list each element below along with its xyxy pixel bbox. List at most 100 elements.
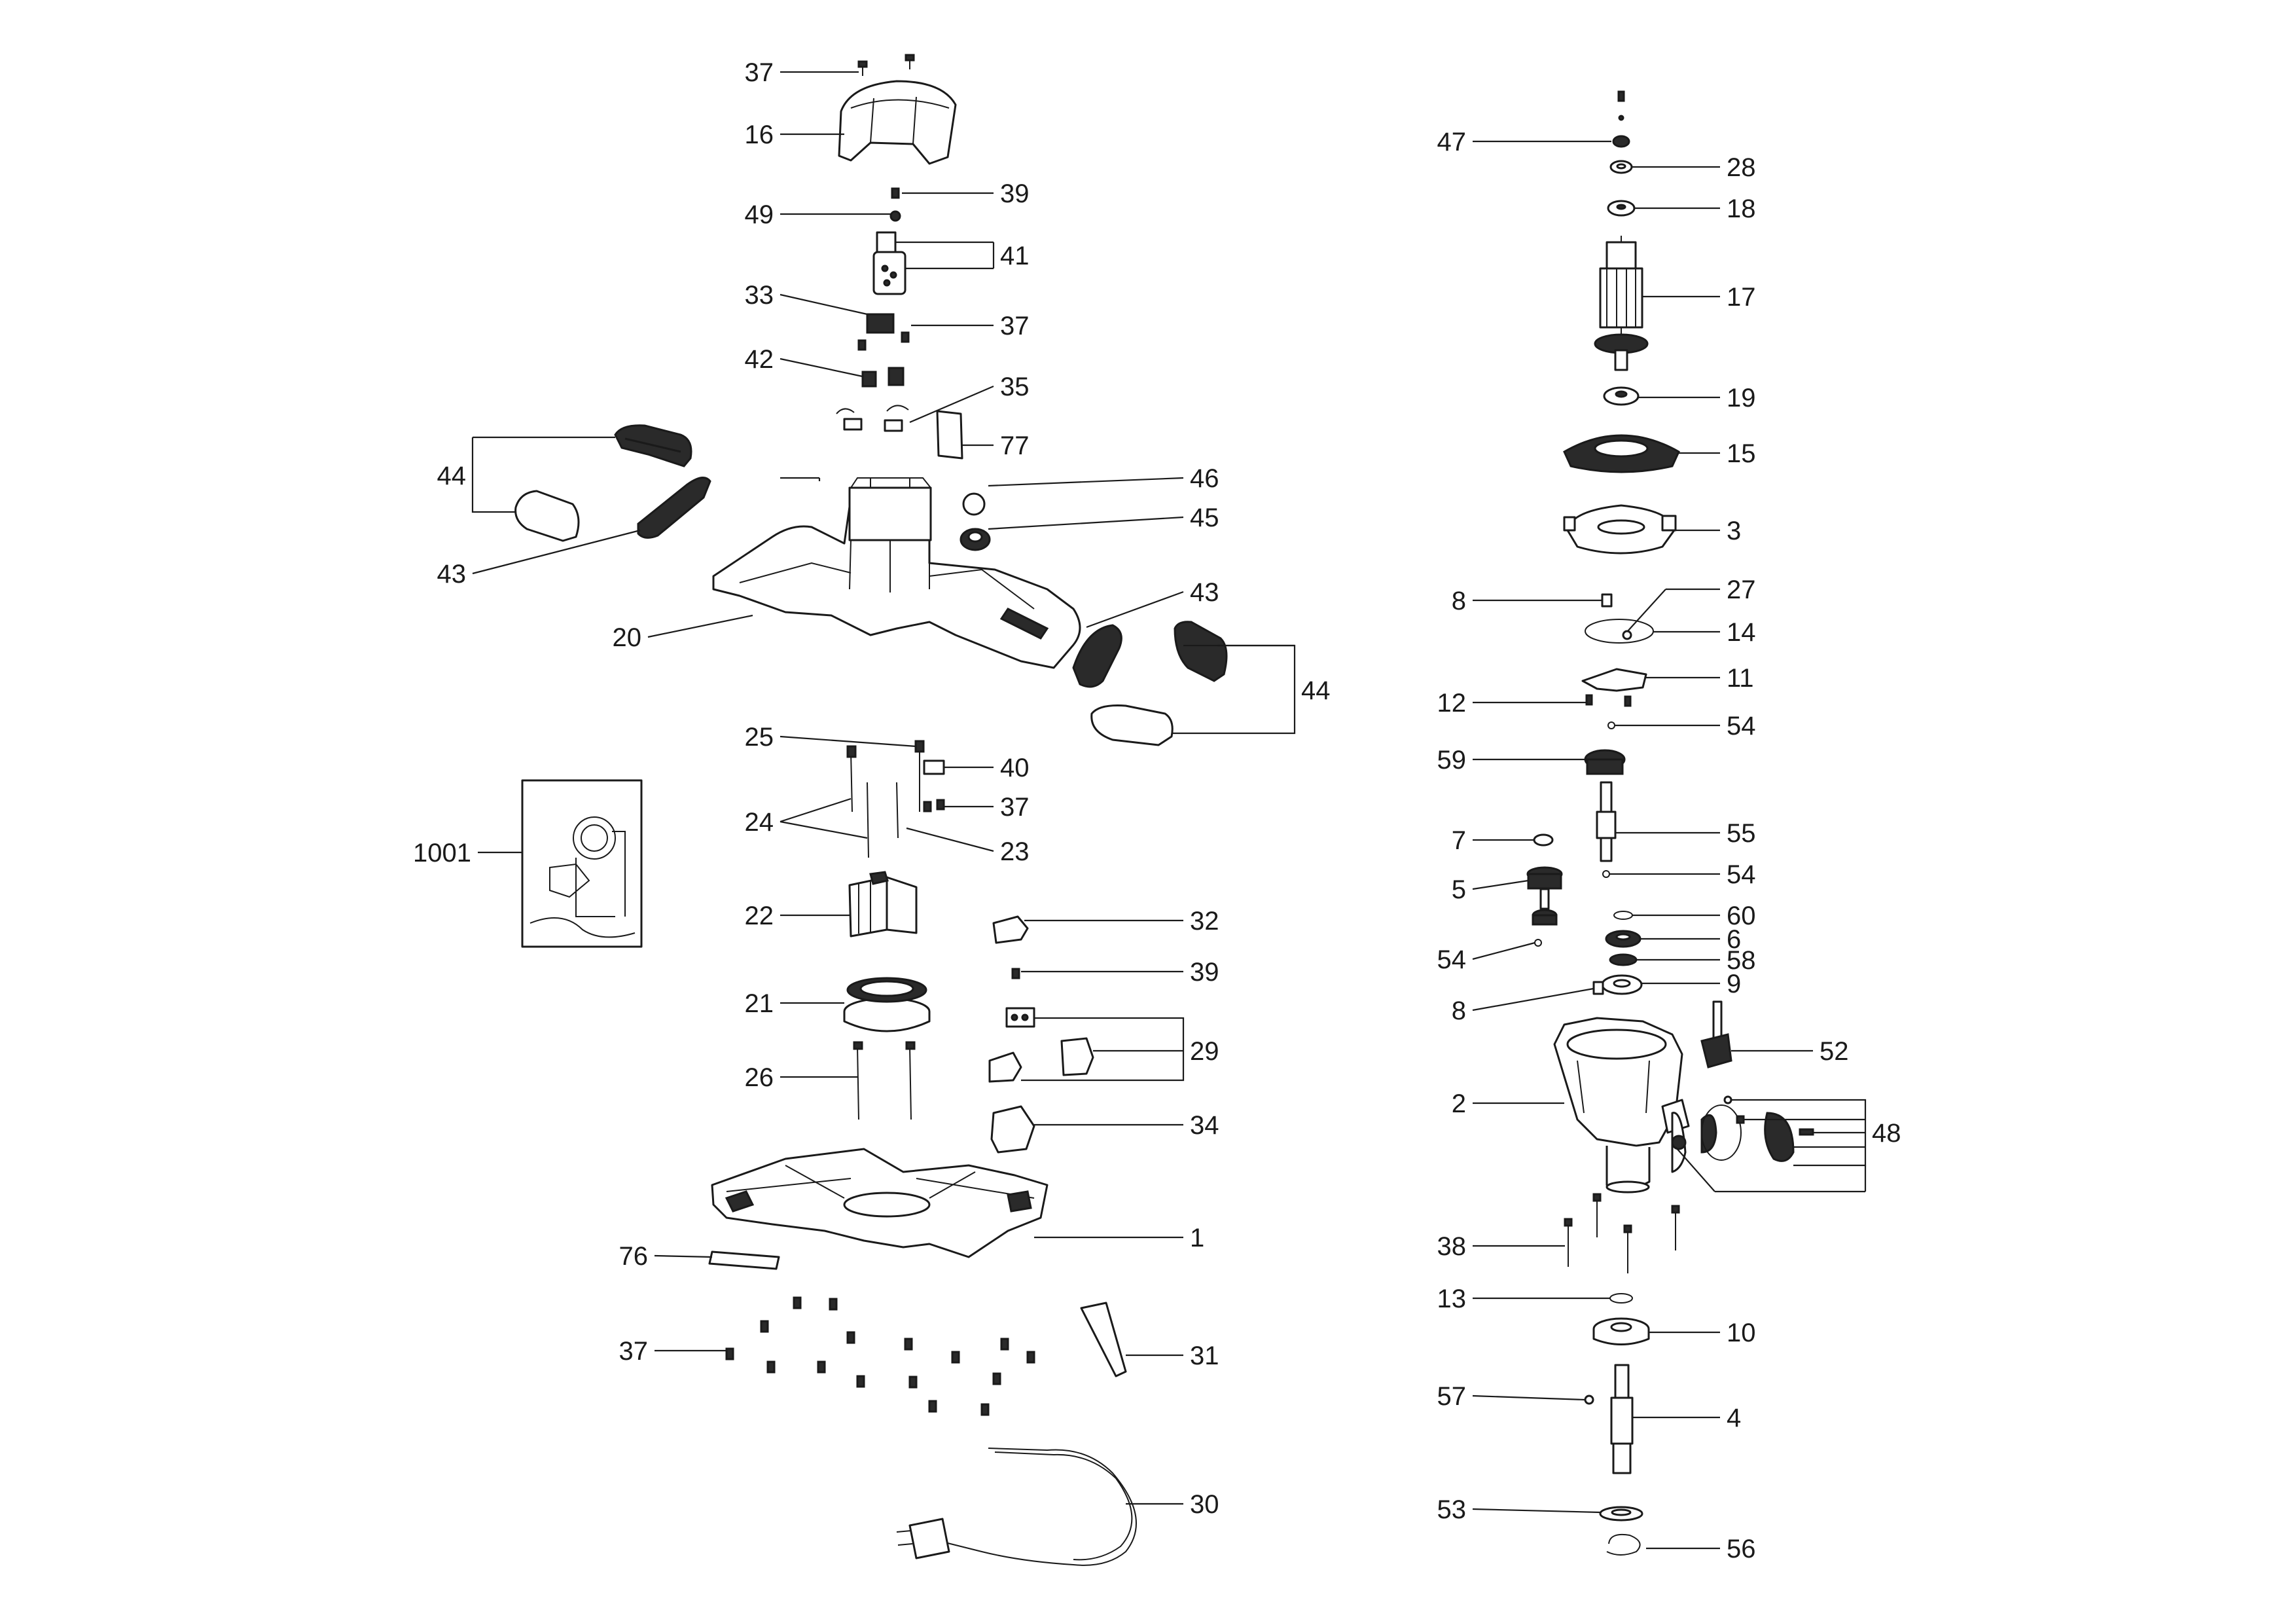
part-9-bearing <box>1601 974 1643 995</box>
label-37-bottom: 37 <box>619 1337 649 1366</box>
part-screw-top-right <box>1617 90 1625 102</box>
part-8-pin-upper <box>1601 593 1613 608</box>
label-54-left: 54 <box>1437 945 1467 974</box>
label-1001: 1001 <box>413 839 471 867</box>
part-8-pin-lower <box>1592 981 1604 995</box>
part-4-spindle <box>1610 1364 1634 1474</box>
label-8-lower: 8 <box>1452 996 1466 1025</box>
part-48-lock-assembly <box>1671 1095 1814 1173</box>
label-43-left: 43 <box>437 560 467 589</box>
part-19-bearing <box>1603 386 1640 406</box>
label-17: 17 <box>1727 283 1756 312</box>
part-16-cover <box>838 80 957 165</box>
label-20: 20 <box>613 623 642 652</box>
label-7: 7 <box>1452 826 1466 855</box>
label-77: 77 <box>1000 431 1030 460</box>
part-20-housing <box>712 477 1081 669</box>
part-10-bearing <box>1592 1317 1650 1345</box>
part-18-bearing <box>1607 200 1636 217</box>
part-33-terminal <box>866 313 895 334</box>
part-27-ball <box>1622 630 1632 640</box>
label-56: 56 <box>1727 1535 1756 1563</box>
label-21: 21 <box>745 989 774 1018</box>
part-29-electronics <box>988 1007 1094 1083</box>
label-45: 45 <box>1190 503 1219 532</box>
part-30-power-cable <box>896 1448 1137 1566</box>
label-16: 16 <box>745 120 774 149</box>
part-52-lever <box>1700 1000 1732 1068</box>
label-23: 23 <box>1000 837 1030 866</box>
label-28: 28 <box>1727 153 1756 182</box>
part-5-gear-assembly <box>1526 866 1563 926</box>
part-31-cable-sleeve <box>1080 1302 1127 1377</box>
label-57: 57 <box>1437 1382 1467 1411</box>
part-1001-wiring-diagram <box>521 779 643 948</box>
leader-lines <box>471 71 1867 1550</box>
part-15-fan <box>1563 434 1680 473</box>
part-39-screw <box>891 187 900 199</box>
label-11: 11 <box>1727 664 1754 693</box>
label-31: 31 <box>1190 1341 1219 1370</box>
part-76-label <box>708 1250 780 1270</box>
label-29: 29 <box>1190 1037 1219 1066</box>
label-9: 9 <box>1727 970 1741 998</box>
part-41-switch <box>872 231 906 295</box>
part-37-base-screws <box>725 1296 1035 1416</box>
part-28-washer <box>1609 160 1633 174</box>
label-35: 35 <box>1000 373 1030 401</box>
part-40-suppressor <box>923 759 945 775</box>
part-11-bracket <box>1581 668 1647 692</box>
part-54-ring-upper <box>1607 721 1615 729</box>
part-3-bearing-plate <box>1563 504 1677 555</box>
label-19: 19 <box>1727 384 1756 412</box>
part-37-mid-screws <box>857 331 910 351</box>
label-38: 38 <box>1437 1232 1467 1261</box>
part-12-screws <box>1585 694 1632 707</box>
part-6-bearing <box>1605 930 1641 948</box>
part-45-bearing <box>960 528 991 551</box>
part-38-screws <box>1564 1193 1680 1273</box>
part-37-top-screws <box>857 54 915 76</box>
label-43-right: 43 <box>1190 578 1219 607</box>
part-49-spring <box>889 210 901 222</box>
label-14: 14 <box>1727 618 1756 647</box>
part-60-ring <box>1613 911 1633 920</box>
label-41: 41 <box>1000 242 1030 270</box>
label-44-right: 44 <box>1301 676 1331 705</box>
part-1-base <box>711 1148 1049 1258</box>
part-21-housing-ring <box>843 977 931 1032</box>
label-39-lower: 39 <box>1190 958 1219 987</box>
label-76: 76 <box>619 1242 649 1271</box>
part-57-ball <box>1584 1395 1594 1405</box>
label-53: 53 <box>1437 1495 1467 1524</box>
label-49: 49 <box>745 200 774 229</box>
part-43-left-grip <box>637 477 711 539</box>
part-22-stator <box>848 871 918 938</box>
label-13: 13 <box>1437 1285 1467 1313</box>
part-59-gear <box>1584 749 1626 775</box>
label-39-top: 39 <box>1000 179 1030 208</box>
label-54-mid: 54 <box>1727 860 1756 889</box>
label-22: 22 <box>745 902 774 930</box>
label-40: 40 <box>1000 754 1030 782</box>
label-26: 26 <box>745 1063 774 1092</box>
label-34: 34 <box>1190 1111 1219 1140</box>
part-32-bracket <box>992 915 1029 944</box>
part-77-label <box>936 410 963 460</box>
label-5: 5 <box>1452 875 1466 904</box>
part-42-brush-holders <box>861 367 905 388</box>
label-54-top: 54 <box>1727 712 1756 740</box>
label-6: 6 <box>1727 925 1741 954</box>
label-18: 18 <box>1727 194 1756 223</box>
label-42: 42 <box>745 345 774 374</box>
part-34-capacitor <box>990 1105 1035 1154</box>
label-27: 27 <box>1727 575 1756 604</box>
part-37-screws-stator <box>923 799 945 812</box>
part-17-armature <box>1594 236 1649 371</box>
label-33: 33 <box>745 281 774 310</box>
label-30: 30 <box>1190 1490 1219 1519</box>
label-12: 12 <box>1437 689 1467 718</box>
label-59: 59 <box>1437 746 1467 775</box>
part-44-left-handle-covers <box>514 424 692 542</box>
